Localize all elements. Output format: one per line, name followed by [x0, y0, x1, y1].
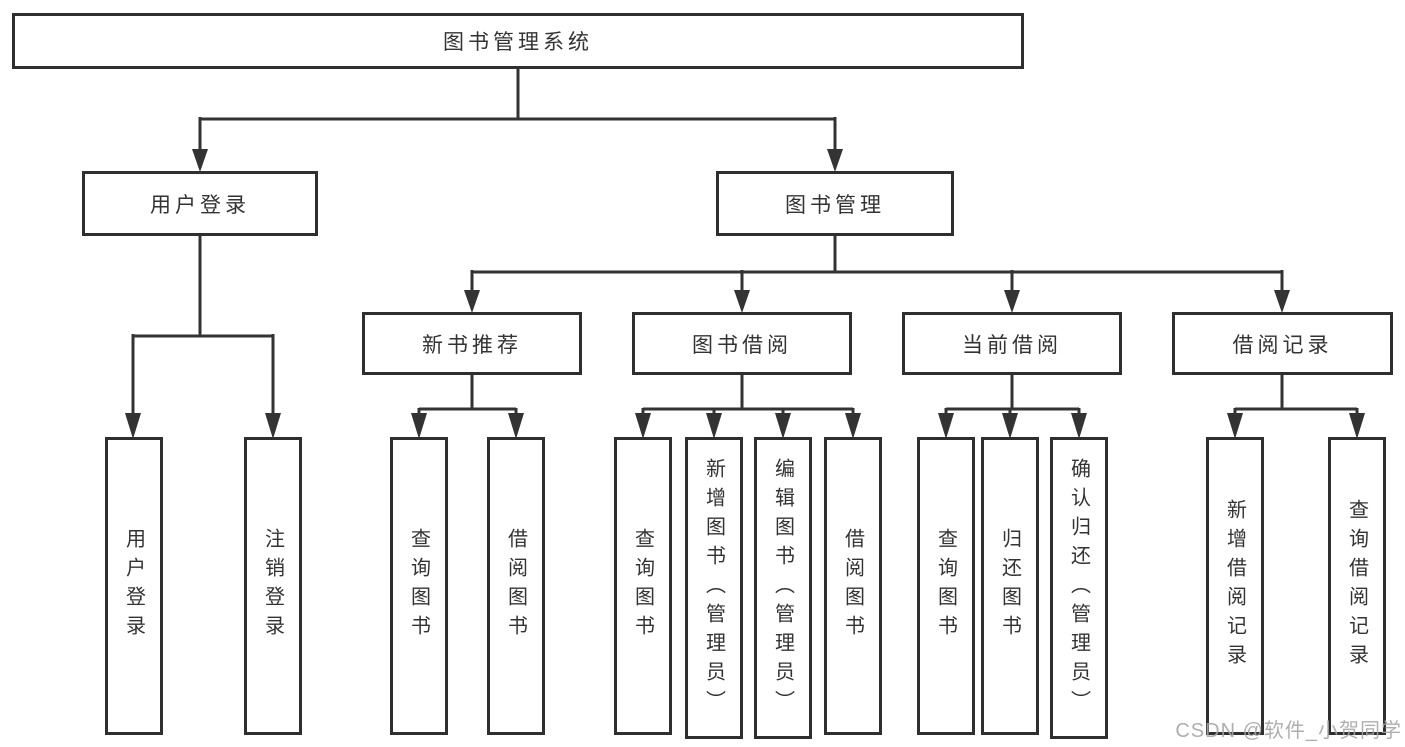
node-borrow-records: 借阅记录 [1172, 312, 1393, 375]
leaf-user-login: 用户登录 [105, 437, 163, 735]
leaf-add-books-admin: 新增图书（管理员） [685, 437, 743, 739]
leaf-query-books-recommend: 查询图书 [390, 437, 448, 735]
leaf-query-books-current: 查询图书 [917, 437, 975, 735]
node-user-login: 用户登录 [82, 171, 318, 236]
node-system-root: 图书管理系统 [12, 13, 1024, 69]
leaf-return-books: 归还图书 [981, 437, 1039, 735]
leaf-add-borrow-record: 新增借阅记录 [1206, 437, 1264, 735]
leaf-confirm-return-admin: 确认归还（管理员） [1050, 437, 1108, 739]
node-new-book-recommend: 新书推荐 [362, 312, 582, 375]
leaf-borrow-books-borrowing: 借阅图书 [824, 437, 882, 735]
node-book-management: 图书管理 [716, 171, 954, 236]
leaf-borrow-books-recommend: 借阅图书 [487, 437, 545, 735]
leaf-edit-books-admin: 编辑图书（管理员） [754, 437, 812, 739]
csdn-watermark: CSDN @软件_小贺同学 [1175, 720, 1402, 742]
node-book-borrowing: 图书借阅 [632, 312, 852, 375]
leaf-query-books-borrowing: 查询图书 [614, 437, 672, 735]
leaf-query-borrow-record: 查询借阅记录 [1328, 437, 1386, 735]
node-current-borrowing: 当前借阅 [902, 312, 1122, 375]
leaf-logout-login: 注销登录 [244, 437, 302, 735]
